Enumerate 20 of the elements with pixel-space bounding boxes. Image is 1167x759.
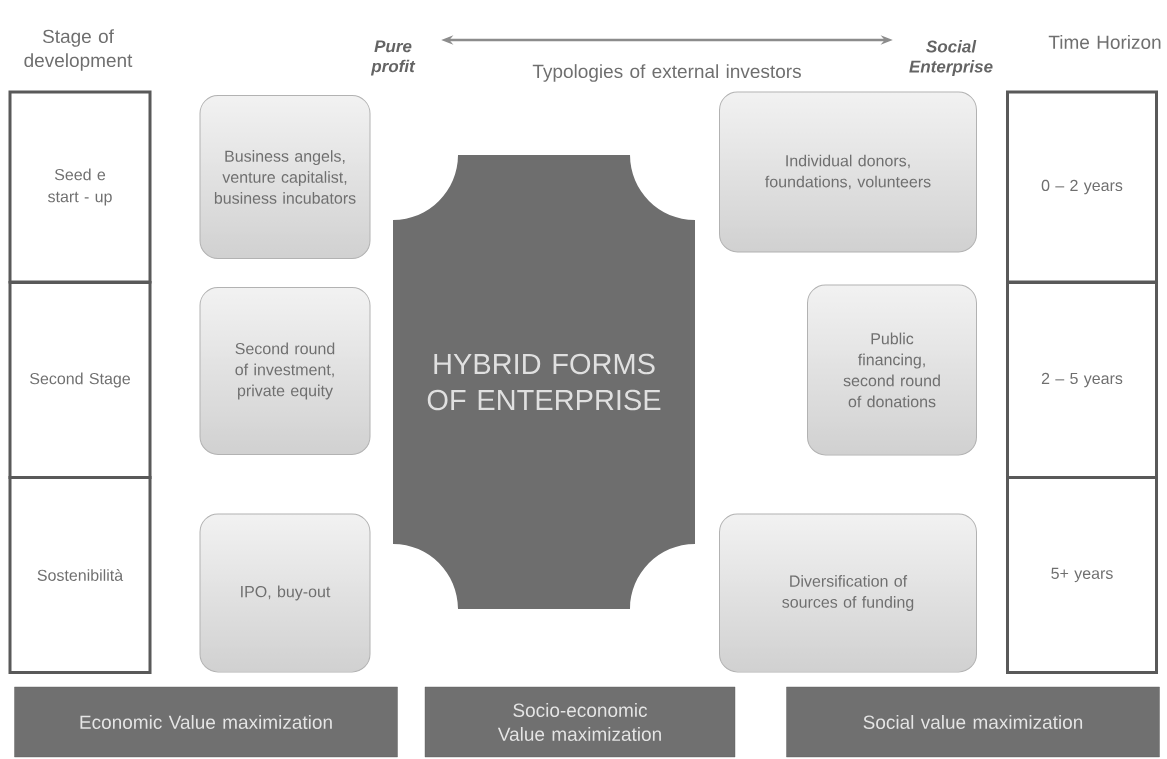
value-bar: Socio-economic Value maximization xyxy=(424,686,736,758)
stage-cell: 5+ years xyxy=(1006,476,1158,674)
value-bar: Social value maximization xyxy=(786,686,1160,758)
investor-box: IPO, buy-out xyxy=(199,513,371,673)
stage-cell: Seed e start - up xyxy=(8,90,152,284)
investor-box: Diversification of sources of funding xyxy=(719,513,977,673)
stage-cell: 0 – 2 years xyxy=(1006,90,1158,284)
investor-box: Public financing, second round of donations xyxy=(807,284,977,456)
end-label: Pure profit xyxy=(370,40,416,76)
stage-cell: 2 – 5 years xyxy=(1006,281,1158,479)
investor-box: Second round of investment, private equity xyxy=(199,287,371,455)
investor-box: Business angels, venture capitalist, business incubators xyxy=(199,95,371,259)
investor-box: Individual donors, foundations, volunteers xyxy=(719,91,977,253)
end-label: Social Enterprise xyxy=(909,40,993,76)
value-bar: Economic Value maximization xyxy=(14,686,398,758)
heading-label: Stage of development xyxy=(24,29,133,71)
stage-cell: Sostenibilità xyxy=(8,476,152,674)
heading-label: Time Horizon xyxy=(1048,35,1161,49)
stage-cell: Second Stage xyxy=(8,281,152,479)
heading-label: Typologies of external investors xyxy=(532,64,801,82)
